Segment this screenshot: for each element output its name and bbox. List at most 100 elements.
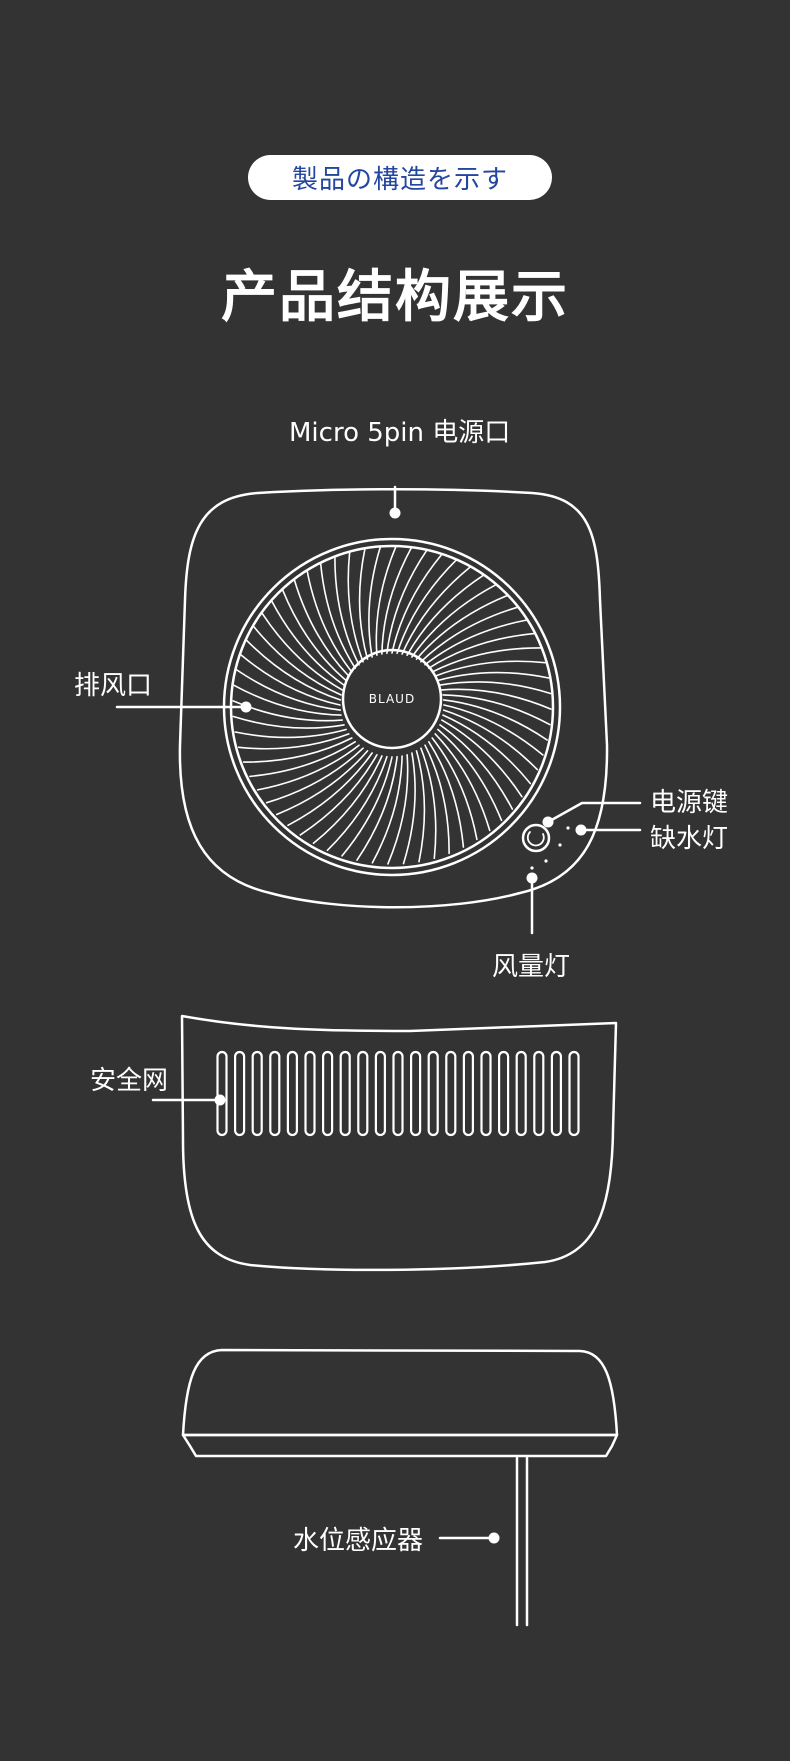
power-button-icon — [521, 823, 551, 853]
header-badge-text: 製品の構造を示す — [291, 165, 508, 195]
label-exhaust-vent: 排风口 — [74, 671, 153, 701]
fan-blade — [441, 688, 552, 710]
fan-blade — [431, 647, 542, 673]
fan-blade — [420, 606, 519, 663]
fan-blade — [261, 612, 343, 691]
safety-net-slot — [269, 1050, 281, 1137]
fan-blade — [428, 632, 535, 669]
fan-blade — [371, 755, 403, 864]
label-safety-net: 安全网 — [90, 1066, 169, 1096]
fan-blade — [312, 755, 383, 845]
safety-net-slots — [216, 1050, 580, 1137]
fan-blade — [270, 600, 345, 686]
safety-net-slot — [216, 1050, 228, 1137]
fan-blade — [252, 625, 342, 696]
fan-blade — [411, 583, 497, 658]
header-badge: 製品の構造を示す — [248, 155, 552, 200]
base-body — [181, 1348, 619, 1437]
safety-net-slot — [462, 1050, 474, 1137]
fan-blade — [249, 741, 356, 778]
water-tank-body — [180, 1014, 618, 1272]
top-unit-body — [178, 488, 609, 909]
fan-blade — [234, 728, 347, 739]
label-power-button: 电源键 — [650, 788, 729, 818]
safety-net-slot — [550, 1050, 563, 1137]
fan-blade — [443, 704, 544, 756]
fan-blade — [240, 654, 341, 706]
fan-blade — [442, 714, 532, 785]
fan-blade — [347, 550, 364, 663]
fan-blade — [386, 549, 428, 655]
fan-blade — [439, 681, 552, 695]
safety-net-slot — [234, 1050, 246, 1137]
safety-net-slot — [515, 1050, 527, 1137]
fan-blade — [391, 553, 443, 654]
fan-blade — [233, 684, 342, 716]
safety-net-slot — [286, 1050, 298, 1137]
fan-blade — [236, 669, 342, 711]
label-water-level-sensor: 水位感应器 — [293, 1526, 424, 1556]
fan-blade — [375, 545, 397, 656]
fan-blade — [437, 671, 550, 682]
fan-blade — [415, 594, 509, 660]
fan-blade — [287, 752, 373, 827]
fan-blade — [441, 719, 523, 798]
fan-blade — [334, 555, 360, 666]
fan-blade — [402, 752, 416, 865]
fan-blade — [437, 728, 503, 822]
fan-blade — [428, 741, 465, 848]
fan-blade — [442, 699, 548, 741]
fan-blade — [356, 755, 398, 861]
fan-blade — [306, 569, 353, 673]
safety-net-slot — [374, 1050, 386, 1137]
fan-blade — [299, 754, 378, 836]
safety-net-slot — [339, 1050, 351, 1137]
fan-blade — [401, 565, 472, 655]
fan-blade — [265, 747, 364, 804]
page-title: 产品结构展示 — [221, 265, 569, 330]
fan-blade — [442, 694, 551, 726]
fan-blade — [245, 639, 342, 701]
brand-logo: BLAUD — [369, 692, 415, 706]
fan-blade — [381, 546, 413, 655]
safety-net-slot — [445, 1050, 457, 1137]
safety-net-slot — [568, 1050, 580, 1137]
safety-net-slot — [480, 1050, 492, 1137]
fan-blade — [242, 737, 353, 763]
safety-net-slot — [533, 1050, 545, 1137]
fan-blade — [415, 750, 426, 863]
label-fan-speed-light: 风量灯 — [492, 952, 571, 982]
fan-blade — [396, 558, 458, 655]
fan-blade — [439, 724, 514, 810]
safety-net-slot — [498, 1050, 510, 1137]
safety-net-slot — [392, 1050, 404, 1137]
safety-net-slot — [427, 1050, 439, 1137]
label-power-port: Micro 5pin 电源口 — [289, 418, 511, 448]
fan-blade — [232, 715, 345, 729]
fan-blade — [293, 578, 350, 677]
fan-blade — [319, 562, 356, 669]
fan-blade — [434, 660, 547, 677]
fan-blade — [420, 747, 437, 860]
fan-blade — [387, 754, 409, 865]
safety-net-slot — [304, 1050, 316, 1137]
fan-blade — [368, 545, 382, 658]
safety-net-slot — [251, 1050, 263, 1137]
fan-blade — [341, 756, 393, 857]
fan-blade — [434, 733, 491, 832]
fan-blade — [424, 744, 450, 855]
fan-blade — [358, 547, 369, 660]
fan-blades — [232, 545, 552, 865]
safety-net-slot — [322, 1050, 334, 1137]
fan-blade — [237, 733, 350, 750]
base-rim — [181, 1433, 619, 1458]
fan-blade — [442, 709, 539, 771]
label-water-shortage-light: 缺水灯 — [650, 824, 729, 854]
fan-blade — [281, 588, 347, 682]
fan-blade — [431, 737, 478, 841]
safety-net-slot — [357, 1050, 369, 1137]
fan-blade — [256, 744, 360, 791]
safety-net-slot — [410, 1050, 422, 1137]
fan-blade — [406, 574, 485, 656]
